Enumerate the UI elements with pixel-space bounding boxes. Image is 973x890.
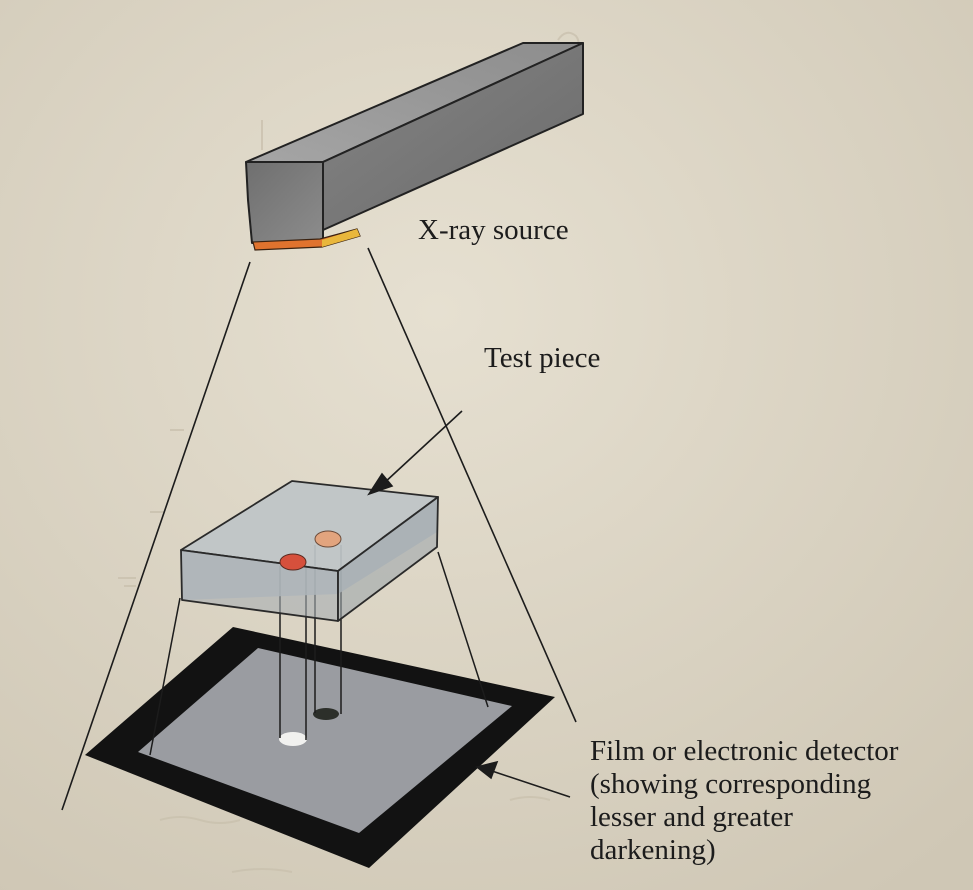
dark-spot (313, 708, 339, 720)
test-piece-arrowhead (367, 472, 394, 496)
detector-label-line-3: lesser and greater (590, 801, 793, 833)
xray-source (245, 42, 584, 251)
beam-left-line (61, 261, 251, 811)
film-exposed-area (138, 648, 512, 833)
projection-right (437, 551, 489, 708)
projection-left (149, 597, 181, 756)
light-spot (279, 732, 307, 746)
film-detector (85, 627, 555, 868)
detector-arrow-shaft (491, 770, 571, 798)
xray-beam-lines (61, 247, 577, 811)
xray-emitter-highlight (322, 229, 360, 247)
detector-label: Film or electronic detector (showing cor… (590, 735, 898, 867)
xray-source-label: X-ray source (418, 214, 569, 246)
label-arrows (367, 410, 571, 798)
test-piece-label: Test piece (484, 342, 601, 374)
show-through-marks (118, 31, 580, 873)
void-peach (314, 530, 342, 548)
test-piece-side-face (337, 496, 439, 622)
detector-label-line-4: darkening) (590, 834, 716, 866)
test-piece-arrow-shaft (382, 410, 463, 485)
xray-source-end-face (245, 161, 324, 244)
void-red (279, 553, 307, 571)
detector-label-line-2: (showing corresponding (590, 768, 872, 800)
detector-label-line-1: Film or electronic detector (590, 735, 899, 767)
beam-right-line (367, 247, 577, 723)
detector-arrowhead (475, 760, 499, 780)
test-piece (180, 480, 439, 622)
